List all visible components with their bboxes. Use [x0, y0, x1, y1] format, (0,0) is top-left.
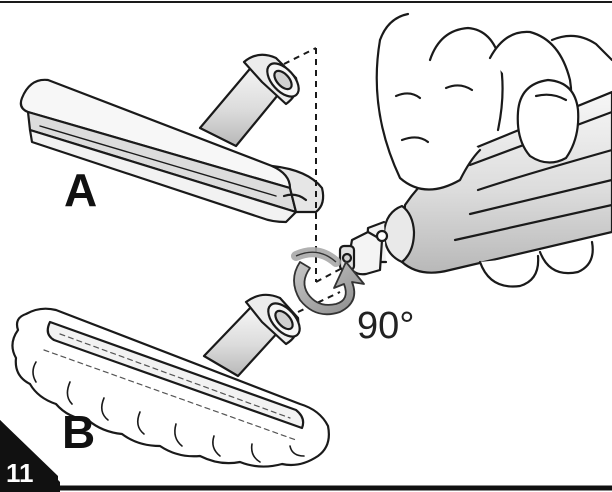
attachment-b-brush: [11, 293, 330, 468]
rotation-arrow-icon: [291, 247, 365, 316]
guide-top: [283, 47, 317, 65]
gun-collar: [382, 204, 416, 264]
rotation-label: 90°: [357, 305, 414, 347]
guide-to-gun: [315, 265, 347, 283]
hand-with-steam-gun: [338, 12, 612, 288]
guide-to-b: [297, 291, 341, 313]
hand-fingers: [375, 38, 482, 191]
step-number: 11: [6, 458, 34, 488]
alignment-guides: [283, 47, 347, 313]
hand-thumb: [516, 78, 580, 164]
attachment-a-brush: [19, 53, 325, 224]
label-b: B: [62, 406, 95, 458]
label-a: A: [64, 164, 97, 216]
